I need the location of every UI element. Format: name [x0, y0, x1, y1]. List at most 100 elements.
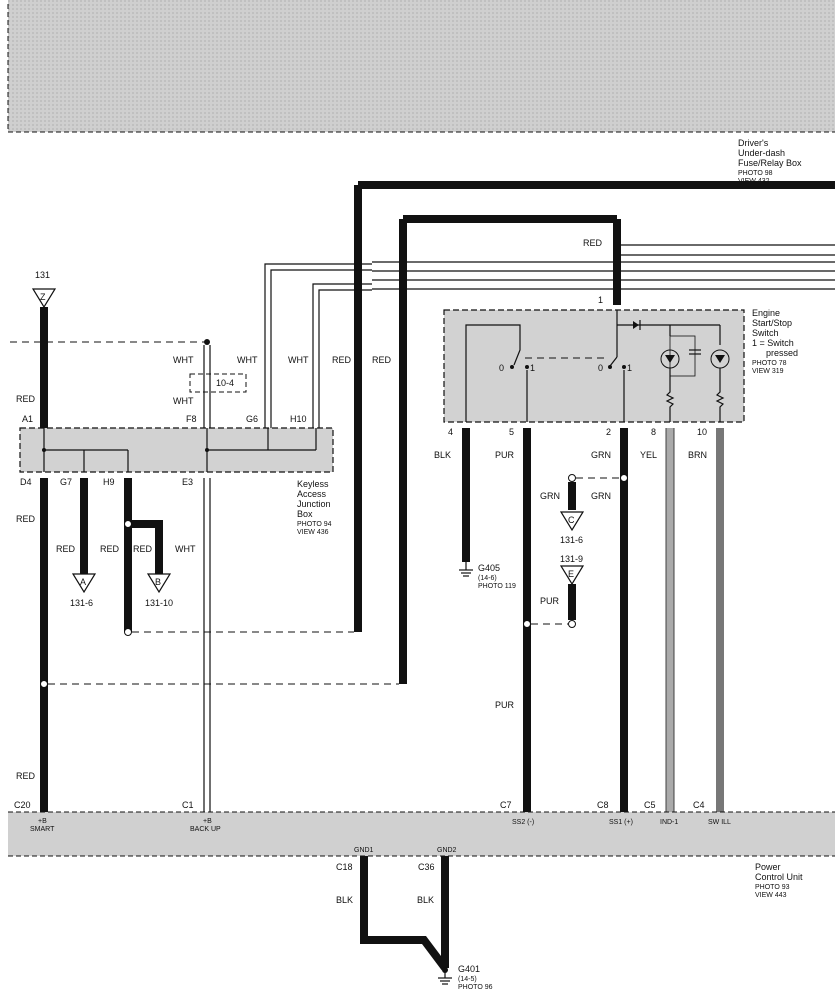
pcu-label: Power Control Unit PHOTO 93 VIEW 443 [755, 862, 803, 899]
wire-color-label: RED [372, 355, 392, 365]
switch-label-line: Switch [752, 328, 779, 338]
pcu-terminal: SMART [30, 826, 55, 833]
pcu-label-line: VIEW 443 [755, 892, 787, 899]
fuse-box-label-line: Under-dash [738, 148, 785, 158]
pcu-terminal: SS2 (-) [512, 819, 534, 826]
wire-color-label: WHT [237, 355, 258, 365]
switch-position: 1 [530, 363, 535, 373]
pin-a1: A1 [22, 414, 33, 424]
junction-label-line: Access [297, 489, 327, 499]
pin-h9: H9 [103, 477, 115, 487]
switch-label-line: VIEW 319 [752, 368, 784, 375]
fuse-box-label-line: Driver's [738, 138, 769, 148]
junction-label-line: PHOTO 94 [297, 521, 332, 528]
ground-label-line: (14-6) [478, 575, 497, 582]
pcu-pin: C8 [597, 800, 609, 810]
offpage-letter: A [80, 577, 86, 587]
source-ref-131: 131 Z [31, 270, 57, 309]
switch-internal: 0 1 0 1 [465, 310, 730, 422]
pin-h10: H10 [290, 414, 307, 424]
offpage-letter: B [155, 577, 161, 587]
switch-label-line: PHOTO 78 [752, 360, 787, 367]
power-control-unit [8, 811, 835, 857]
switch-pin: 4 [448, 427, 453, 437]
wire-color-label: PUR [495, 700, 515, 710]
junction-pins: A1 F8 G6 H10 D4 G7 H9 E3 [20, 414, 307, 487]
wire-color-label: BLK [336, 895, 353, 905]
pin-e3: E3 [182, 477, 193, 487]
pcu-terminal: BACK UP [190, 826, 221, 833]
pcu-pin: C5 [644, 800, 656, 810]
wire-color-label: RED [16, 514, 36, 524]
wire-color-label: BLK [417, 895, 434, 905]
offpage-connector-e: 131-9 E [559, 554, 585, 586]
offpage-letter: C [568, 515, 575, 525]
pcu-label-line: Power [755, 862, 781, 872]
pcu-label-line: PHOTO 93 [755, 884, 790, 891]
switch-label-line: pressed [766, 348, 798, 358]
switch-pin-1: 1 [598, 295, 603, 305]
red-feed-wires: RED RED RED [332, 185, 621, 684]
pcu-label-line: Control Unit [755, 872, 803, 882]
pcu-pins: C20 C1 C7 C8 C5 C4 +B SMART +B BACK UP S… [14, 800, 731, 872]
wire-color-label: PUR [540, 596, 560, 606]
fuse-box-feed-lines [358, 181, 835, 290]
ground-label-line: G401 [458, 964, 480, 974]
wire-color-label: RED [332, 355, 352, 365]
junction-label-line: Junction [297, 499, 331, 509]
pcu-pin: C36 [418, 862, 435, 872]
wire-color-label: YEL [640, 450, 657, 460]
ground-label-line: PHOTO 119 [478, 583, 516, 590]
wire-color-label: RED [133, 544, 153, 554]
pin-d4: D4 [20, 477, 32, 487]
pcu-terminal: SW ILL [708, 819, 731, 826]
wire-color-label: PUR [495, 450, 515, 460]
pcu-terminal: SS1 (+) [609, 819, 633, 826]
pcu-terminal: IND-1 [660, 819, 678, 826]
wire-color-label: GRN [591, 491, 611, 501]
wire-color-label: RED [100, 544, 120, 554]
fuse-box-label: Driver's Under-dash Fuse/Relay Box PHOTO… [738, 138, 802, 185]
pcu-pin: C7 [500, 800, 512, 810]
switch-position: 0 [499, 363, 504, 373]
wire-color-label: RED [583, 238, 603, 248]
switch-label: Engine Start/Stop Switch 1 = Switch pres… [752, 308, 798, 375]
wht-wire-f8 [203, 345, 211, 428]
wire-color-label: RED [16, 771, 36, 781]
wht-wire-e3 [203, 478, 211, 812]
wire-color-label: WHT [173, 355, 194, 365]
switch-pin: 5 [509, 427, 514, 437]
red-wire-branch-b [132, 520, 163, 574]
offpage-connector-b: B 131-10 [145, 573, 173, 608]
wire-color-label: WHT [288, 355, 309, 365]
wire-color-label: BRN [688, 450, 707, 460]
switch-pin: 10 [697, 427, 707, 437]
switch-pins: 4 5 2 8 10 [448, 427, 707, 437]
ground-label-line: (14-5) [458, 976, 477, 983]
junction-label: Keyless Access Junction Box PHOTO 94 VIE… [297, 479, 332, 536]
pcu-pin: C18 [336, 862, 353, 872]
switch-position: 1 [627, 363, 632, 373]
pcu-terminal: +B [38, 818, 47, 825]
ground-g401: G401 (14-5) PHOTO 96 [438, 964, 493, 991]
pcu-terminal: GND2 [437, 847, 457, 854]
ground-g405: G405 (14-6) PHOTO 119 [459, 562, 516, 590]
connector-10-4-label: 10-4 [216, 378, 234, 388]
offpage-connector-c: C 131-6 [559, 511, 585, 545]
offpage-ref: 131-10 [145, 598, 173, 608]
fuse-box-label-line: PHOTO 98 [738, 170, 773, 177]
junction-internal [42, 428, 317, 472]
wire-color-label: RED [16, 394, 36, 404]
ground-label-line: G405 [478, 563, 500, 573]
switch-position: 0 [598, 363, 603, 373]
wire-color-label: WHT [175, 544, 196, 554]
blk-wire-c18 [360, 856, 449, 971]
pcu-terminal: +B [203, 818, 212, 825]
offpage-ref: 131-6 [70, 598, 93, 608]
offpage-letter: E [568, 569, 574, 579]
switch-label-line: Start/Stop [752, 318, 792, 328]
engine-start-stop-switch [443, 309, 745, 423]
pin-f8: F8 [186, 414, 197, 424]
offpage-connector-a: A 131-6 [70, 573, 97, 608]
